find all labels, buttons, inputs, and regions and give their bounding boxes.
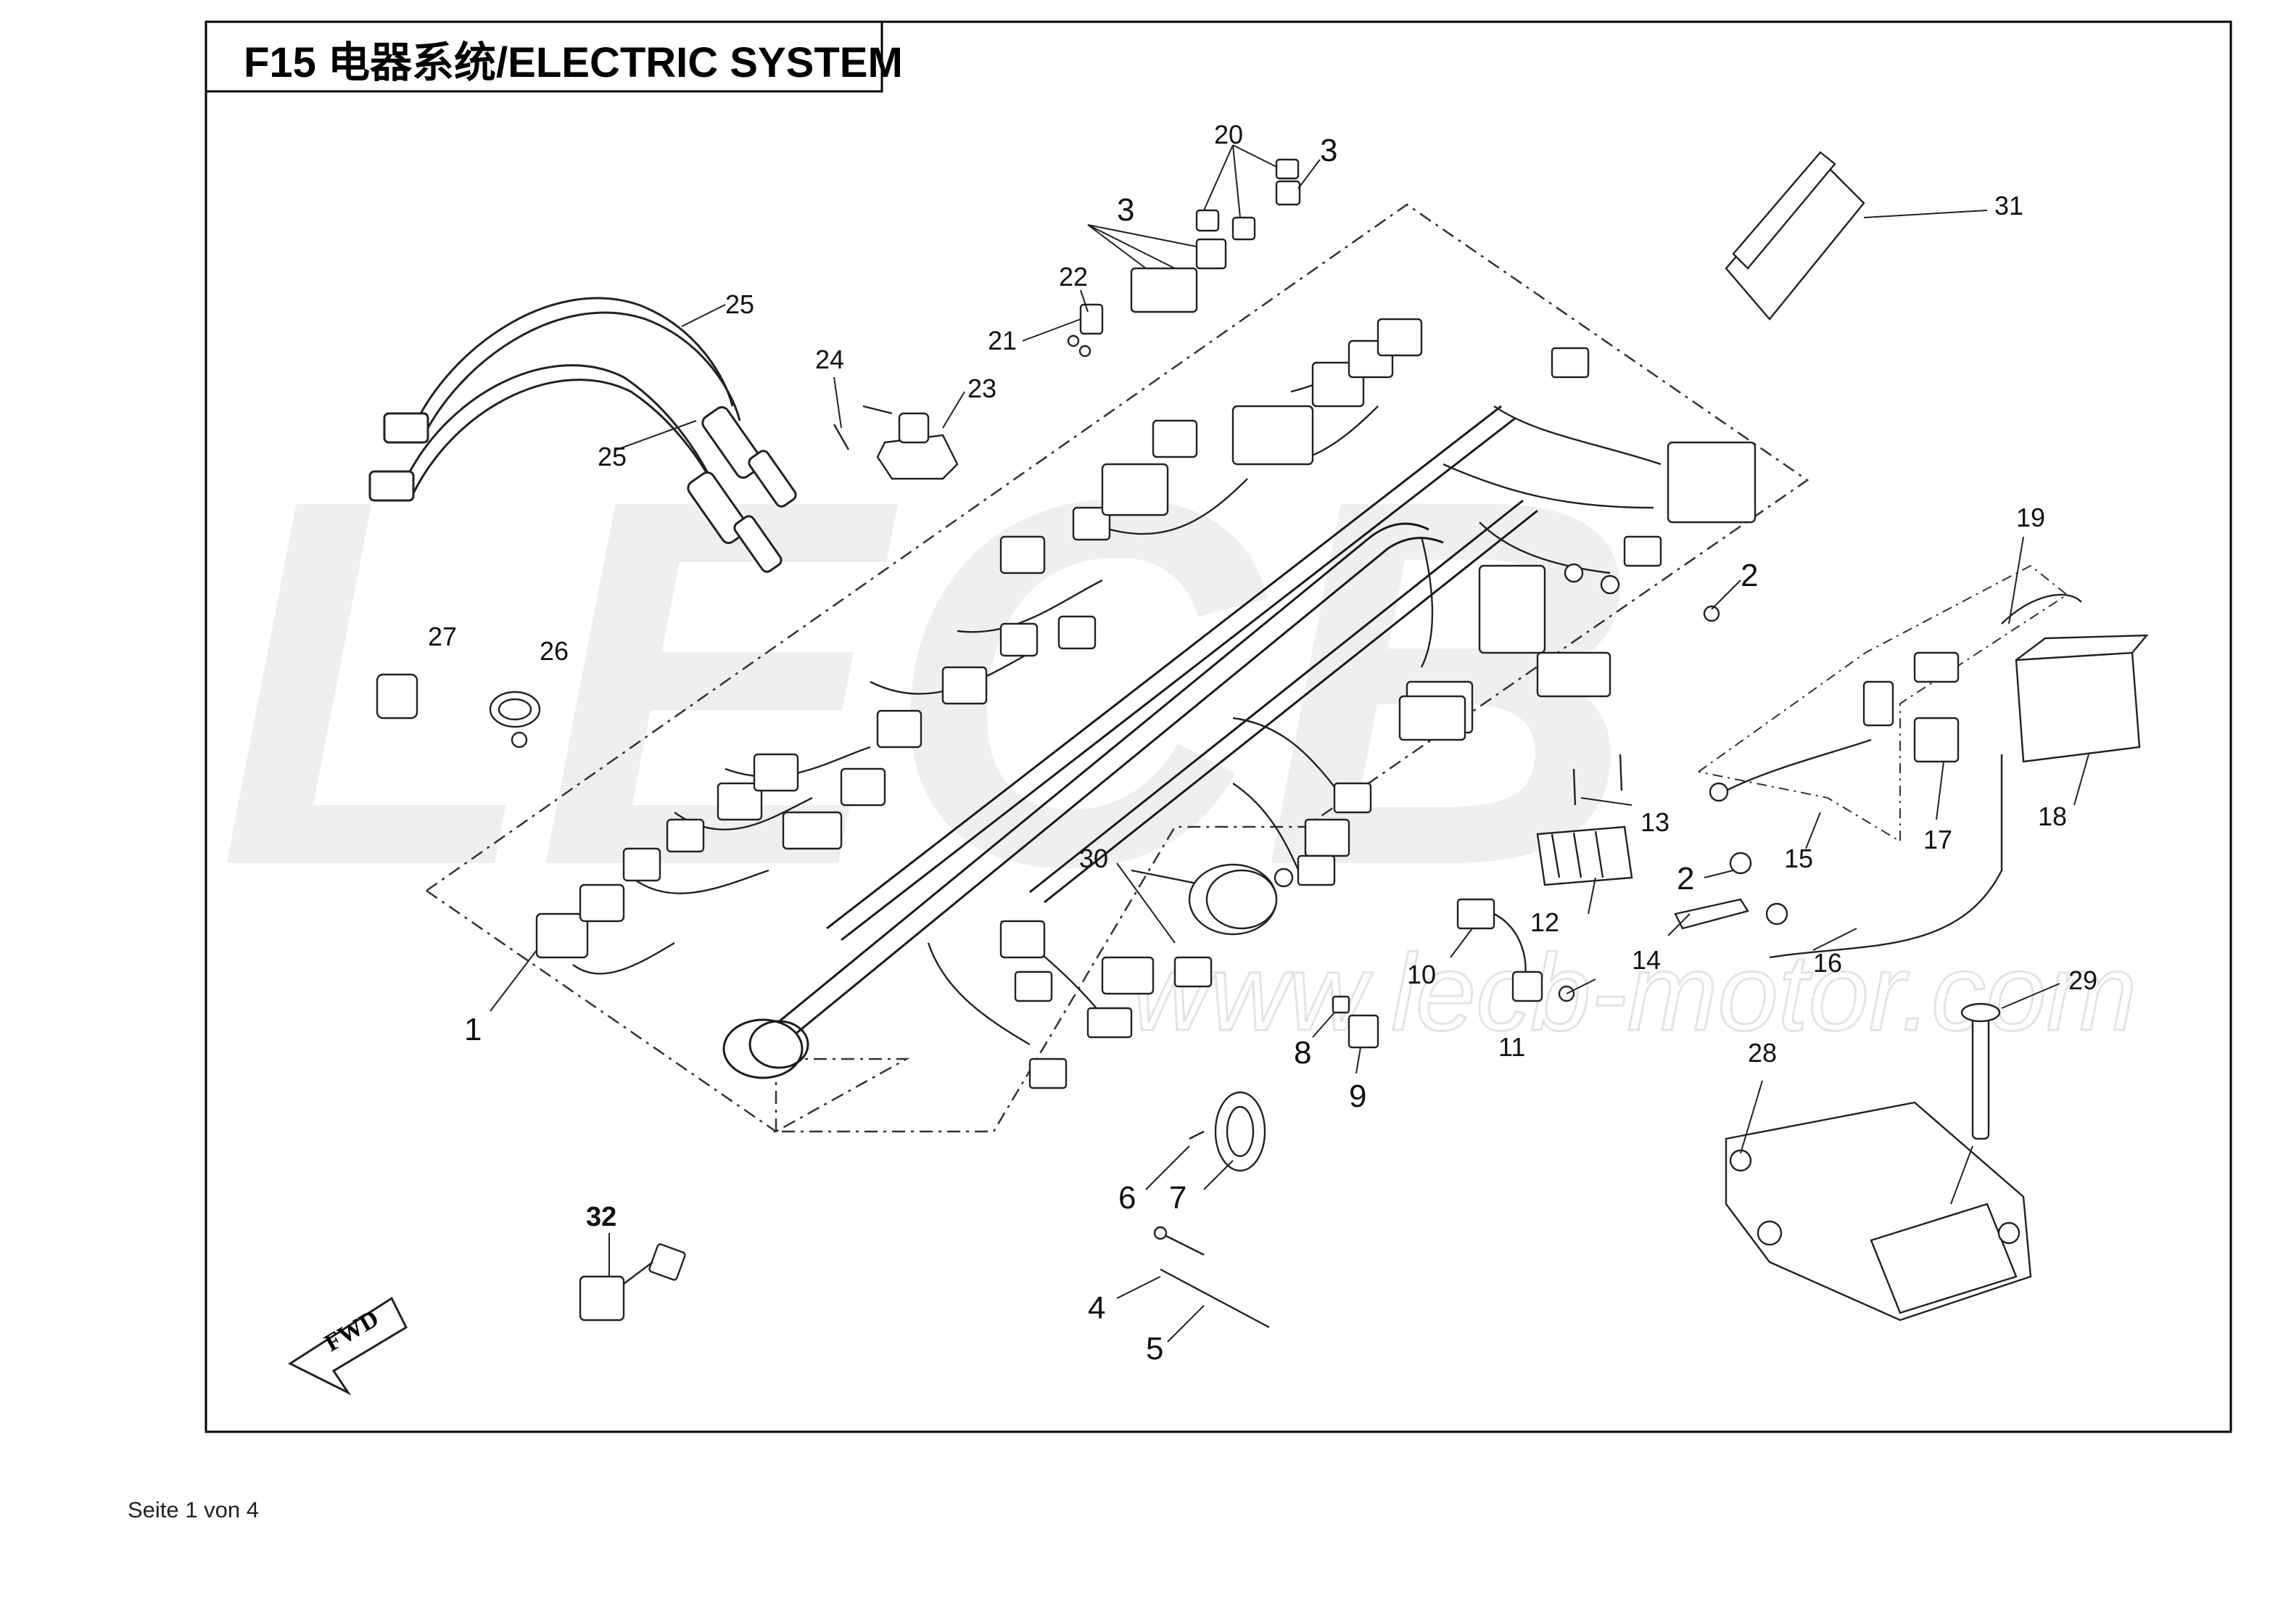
callout-20: 20	[1214, 120, 1243, 149]
watermark-url: www.lecb-motor.com	[1131, 931, 2137, 1053]
callout-21: 21	[988, 326, 1017, 355]
callout-25b: 25	[598, 442, 627, 471]
callout-19: 19	[2016, 503, 2045, 532]
callout-13: 13	[1640, 807, 1670, 837]
watermark-logo: LECB	[218, 390, 1639, 974]
callout-9: 9	[1349, 1079, 1366, 1114]
part-30-sensor	[1131, 863, 1278, 936]
callout-2a: 2	[1741, 558, 1758, 593]
page-title: F15 电器系统/ELECTRIC SYSTEM	[244, 39, 903, 86]
callout-17: 17	[1923, 825, 1952, 854]
battery-section	[1709, 593, 2149, 959]
callout-29: 29	[2068, 965, 2097, 995]
callout-6: 6	[1118, 1180, 1136, 1216]
leader-lines	[490, 144, 2089, 1343]
callout-3b: 3	[1320, 133, 1337, 168]
callout-7: 7	[1169, 1180, 1186, 1216]
callout-32: 32	[586, 1202, 616, 1232]
callout-8: 8	[1294, 1035, 1311, 1071]
part-31-ecu	[1725, 151, 1865, 321]
harness-branches	[535, 318, 1757, 1089]
callout-12: 12	[1530, 907, 1559, 937]
part-4-5-6-7	[1153, 1091, 1270, 1329]
harness-trunk	[722, 405, 1538, 1079]
part-12-13	[1536, 754, 1633, 886]
callout-10: 10	[1407, 960, 1436, 989]
fwd-arrow: FWD	[287, 1296, 408, 1396]
callout-30: 30	[1079, 844, 1108, 873]
diagram-frame	[205, 20, 2232, 1433]
part-26-27	[376, 673, 541, 749]
page-footer: Seite 1 von 4	[128, 1497, 259, 1522]
callout-18: 18	[2038, 801, 2067, 831]
callout-4: 4	[1088, 1290, 1105, 1326]
callout-31: 31	[1994, 191, 2023, 220]
callout-1: 1	[464, 1012, 482, 1047]
callout-23: 23	[967, 374, 996, 403]
harness-region	[426, 203, 1809, 1133]
relays	[1067, 158, 1301, 358]
part-8-9	[1332, 995, 1379, 1049]
callout-28: 28	[1748, 1038, 1777, 1068]
callout-3a: 3	[1117, 192, 1134, 228]
callout-16: 16	[1813, 948, 1842, 978]
callout-5: 5	[1146, 1331, 1163, 1367]
callout-27: 27	[428, 622, 457, 651]
callout-2b: 2	[1677, 861, 1694, 897]
callout-labels: 1 2 2 3 3 4 5 6 7 8 9 10 11 12 13 14 15 …	[428, 120, 2097, 1367]
callout-11: 11	[1498, 1032, 1525, 1062]
part-28-29-ecu	[1725, 1002, 2032, 1322]
part-32	[579, 1243, 686, 1322]
callout-15: 15	[1784, 844, 1813, 873]
callout-22: 22	[1059, 262, 1088, 292]
part-25-o2-sensors	[368, 297, 797, 573]
callout-24: 24	[815, 345, 844, 374]
callout-14: 14	[1632, 945, 1661, 975]
part-23-24	[833, 405, 959, 480]
callout-25a: 25	[725, 289, 754, 319]
watermark: LECB www.lecb-motor.com	[218, 390, 2138, 1055]
title-box: F15 电器系统/ELECTRIC SYSTEM	[206, 22, 903, 93]
callout-26: 26	[540, 636, 569, 666]
